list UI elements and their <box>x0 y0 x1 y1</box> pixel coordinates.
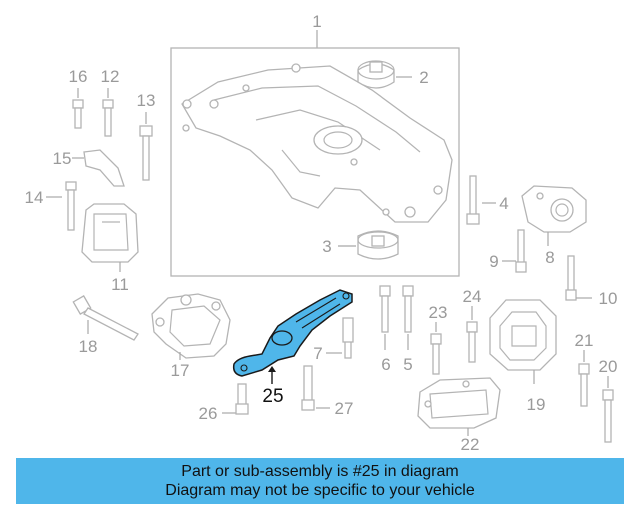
callout-18: 18 <box>79 337 98 356</box>
banner-line-1: Part or sub-assembly is #25 in diagram <box>181 463 459 480</box>
callout-15: 15 <box>53 149 72 168</box>
callout-16: 16 <box>69 67 88 86</box>
part-10-bolt <box>565 255 592 301</box>
callout-20: 20 <box>599 357 618 376</box>
callout-27: 27 <box>335 399 354 418</box>
callout-22: 22 <box>461 435 480 454</box>
callout-2: 2 <box>419 68 428 87</box>
callout-9: 9 <box>489 252 498 271</box>
part-7-bolt <box>326 317 354 359</box>
callout-19: 19 <box>527 395 546 414</box>
callout-8: 8 <box>545 248 554 267</box>
callout-1: 1 <box>312 12 321 31</box>
part-13-bolt <box>139 112 153 181</box>
callout-25: 25 <box>262 386 283 407</box>
part-1-subframe <box>170 30 460 277</box>
part-11-mount <box>81 203 139 272</box>
part-8-bracket <box>521 185 587 246</box>
callout-23: 23 <box>429 303 448 322</box>
callout-3: 3 <box>322 237 331 256</box>
callout-10: 10 <box>599 289 618 308</box>
callout-26: 26 <box>199 404 218 423</box>
part-15-bracket <box>72 149 125 187</box>
info-banner: Part or sub-assembly is #25 in diagram D… <box>16 458 624 504</box>
part-22-bracket <box>417 377 501 436</box>
callout-17: 17 <box>171 361 190 380</box>
callout-12: 12 <box>101 67 120 86</box>
part-18-bolt <box>72 295 139 341</box>
part-14-bolt <box>46 181 77 231</box>
callout-11: 11 <box>111 275 129 294</box>
banner-line-2: Diagram may not be specific to your vehi… <box>165 482 475 499</box>
part-4-bolt <box>466 175 496 225</box>
part-2-bushing <box>357 60 412 89</box>
callout-5: 5 <box>403 355 412 374</box>
part-6-bolt <box>379 285 391 350</box>
callout-4: 4 <box>499 194 508 213</box>
part-23-bolt <box>430 322 442 375</box>
callout-13: 13 <box>137 91 156 110</box>
part-25-torque-rod <box>232 289 353 384</box>
part-16-bolt <box>72 88 84 129</box>
part-3-bushing <box>338 230 399 260</box>
part-26-bolt <box>222 383 249 415</box>
part-20-bolt <box>602 376 614 443</box>
callout-14: 14 <box>25 188 44 207</box>
part-24-bolt <box>466 306 478 363</box>
part-5-bolt <box>402 285 414 350</box>
part-19-mount <box>489 299 557 384</box>
callout-24: 24 <box>463 287 482 306</box>
callout-6: 6 <box>381 355 390 374</box>
callout-21: 21 <box>575 331 594 350</box>
part-12-bolt <box>102 88 114 137</box>
part-9-bolt <box>502 229 527 273</box>
part-27-bolt <box>301 365 330 411</box>
part-17-bracket <box>151 293 231 360</box>
callout-7: 7 <box>313 344 322 363</box>
part-21-bolt <box>578 350 590 407</box>
